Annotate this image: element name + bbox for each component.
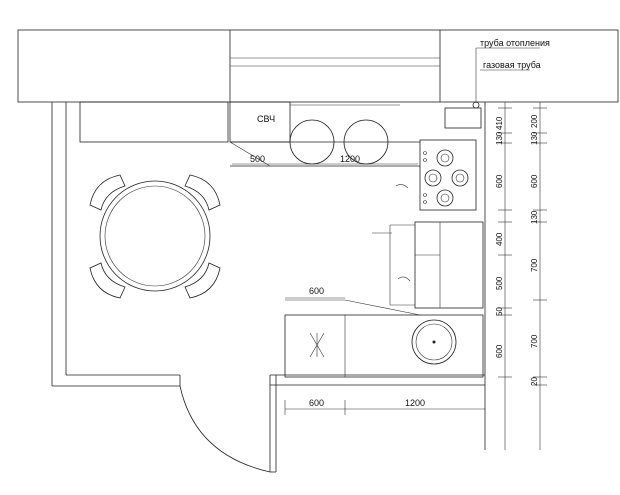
swing-arrow-upper	[395, 184, 409, 189]
dim-v-600b: 600	[495, 344, 504, 358]
right-lower-cabinets	[389, 221, 484, 309]
dim-v-outer-130a: 130	[530, 131, 539, 145]
burner-mid-left	[424, 169, 442, 187]
dim-v-130a: 130	[495, 131, 504, 145]
bottom-counter	[284, 299, 484, 378]
heating-pipe-label: труба отопления	[480, 38, 550, 48]
walls	[17, 29, 619, 473]
dim-v-outer-20: 20	[530, 377, 539, 386]
dim-top: 500 1200	[232, 154, 418, 165]
dim-mid-600: 600	[309, 286, 324, 296]
dim-vertical-inner: 410 130 600 400 500 50 600	[495, 102, 512, 450]
dim-v-500: 500	[495, 276, 504, 290]
door-swing	[179, 385, 271, 473]
swing-arrow-lower	[397, 276, 411, 282]
gas-pipe-label: газовая труба	[483, 60, 541, 70]
burner-bottom-left	[436, 189, 454, 207]
dim-bottom: 600 1200	[284, 398, 485, 415]
dim-mid: 600	[285, 286, 345, 299]
dim-bottom-1200: 1200	[405, 398, 425, 408]
dim-v-600: 600	[495, 174, 504, 188]
stove-hob	[419, 139, 477, 211]
burner-top-left	[436, 149, 454, 167]
dim-v-outer-700b: 700	[530, 334, 539, 348]
dim-v-410: 410	[495, 116, 504, 130]
burner-mid-right	[451, 169, 469, 187]
dim-v-outer-600: 600	[530, 174, 539, 188]
left-upper-cabinet	[79, 101, 229, 143]
heating-pipe-box	[444, 107, 482, 129]
dim-top-500: 500	[250, 154, 265, 164]
chair-bottom-left	[89, 262, 126, 299]
microwave-label: СВЧ	[257, 114, 275, 124]
dim-v-outer-200: 200	[530, 114, 539, 128]
dim-vertical-outer: 200 130 600 130 700 700 20	[530, 102, 547, 450]
dining-set	[89, 174, 221, 299]
round-table	[99, 180, 211, 292]
corner-cross-mark	[309, 332, 325, 358]
round-sink	[411, 319, 457, 365]
dim-top-1200: 1200	[340, 154, 360, 164]
dim-v-50: 50	[495, 307, 504, 316]
dim-v-outer-700a: 700	[530, 258, 539, 272]
chair-top-left	[89, 174, 126, 211]
chair-bottom-right	[184, 262, 221, 299]
dim-bottom-600: 600	[309, 398, 324, 408]
chair-top-right	[184, 174, 221, 211]
pipe-callouts: труба отопления газовая труба	[475, 38, 550, 103]
microwave-unit: СВЧ	[229, 101, 291, 143]
dim-v-outer-130b: 130	[530, 210, 539, 224]
dim-v-400: 400	[495, 232, 504, 246]
